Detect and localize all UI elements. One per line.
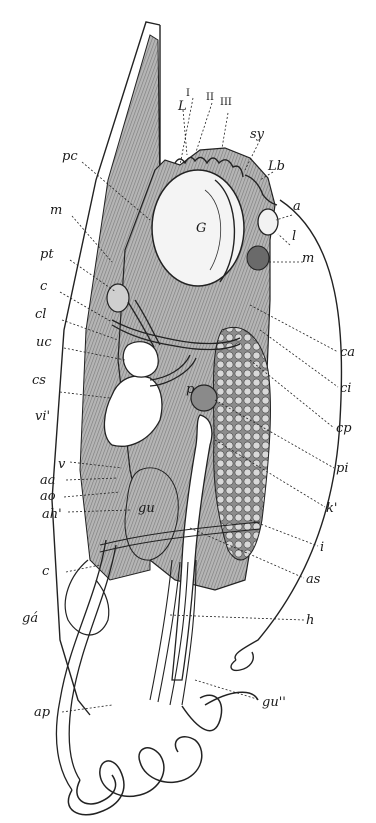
label-m-left: m [50,203,62,218]
label-k: k' [326,501,337,516]
label-gu: gu [138,501,155,516]
label-c-top: c [40,279,48,294]
label-III: III [220,97,232,108]
label-gu2: gu'' [262,695,286,710]
label-ap: ap [34,705,51,720]
label-sy: sy [250,127,265,142]
spotted-organ [213,327,270,560]
coiled-intestine [68,692,258,815]
label-pc: pc [62,149,78,164]
label-vi: vi' [35,409,50,424]
heart-chamber-2 [123,342,158,377]
label-ca: ca [340,345,355,360]
label-v: v [58,457,66,472]
sense-organ-2 [247,246,269,270]
organ-pi [191,385,217,411]
label-cl: cl [35,307,46,322]
label-ga: gá [22,611,38,626]
label-uc: uc [36,335,52,350]
label-aa: aa [40,473,56,488]
label-ah: ah' [42,507,62,522]
label-cs: cs [32,373,46,388]
label-a: a [293,199,301,214]
membrane-hook [231,652,253,670]
label-pt: pt [40,247,54,262]
label-ci: ci [340,381,351,396]
label-G: G [196,221,206,236]
label-m-right: m [302,251,314,266]
label-p: p [186,382,195,397]
tube-ga [56,540,106,790]
label-l: l [292,229,296,244]
label-c-bottom: c [42,564,50,579]
label-ao: ao [40,489,56,504]
label-Lb: Lb [267,159,285,174]
label-cp: cp [336,421,352,436]
sense-organ [258,209,278,235]
label-L: L [177,99,187,114]
tube-ga-inner [69,545,116,780]
label-i: i [320,540,324,555]
label-as: as [306,572,321,587]
label-h: h [306,613,314,628]
label-pi: pi [336,461,348,476]
label-II: II [206,92,214,103]
label-I: I [186,88,190,99]
